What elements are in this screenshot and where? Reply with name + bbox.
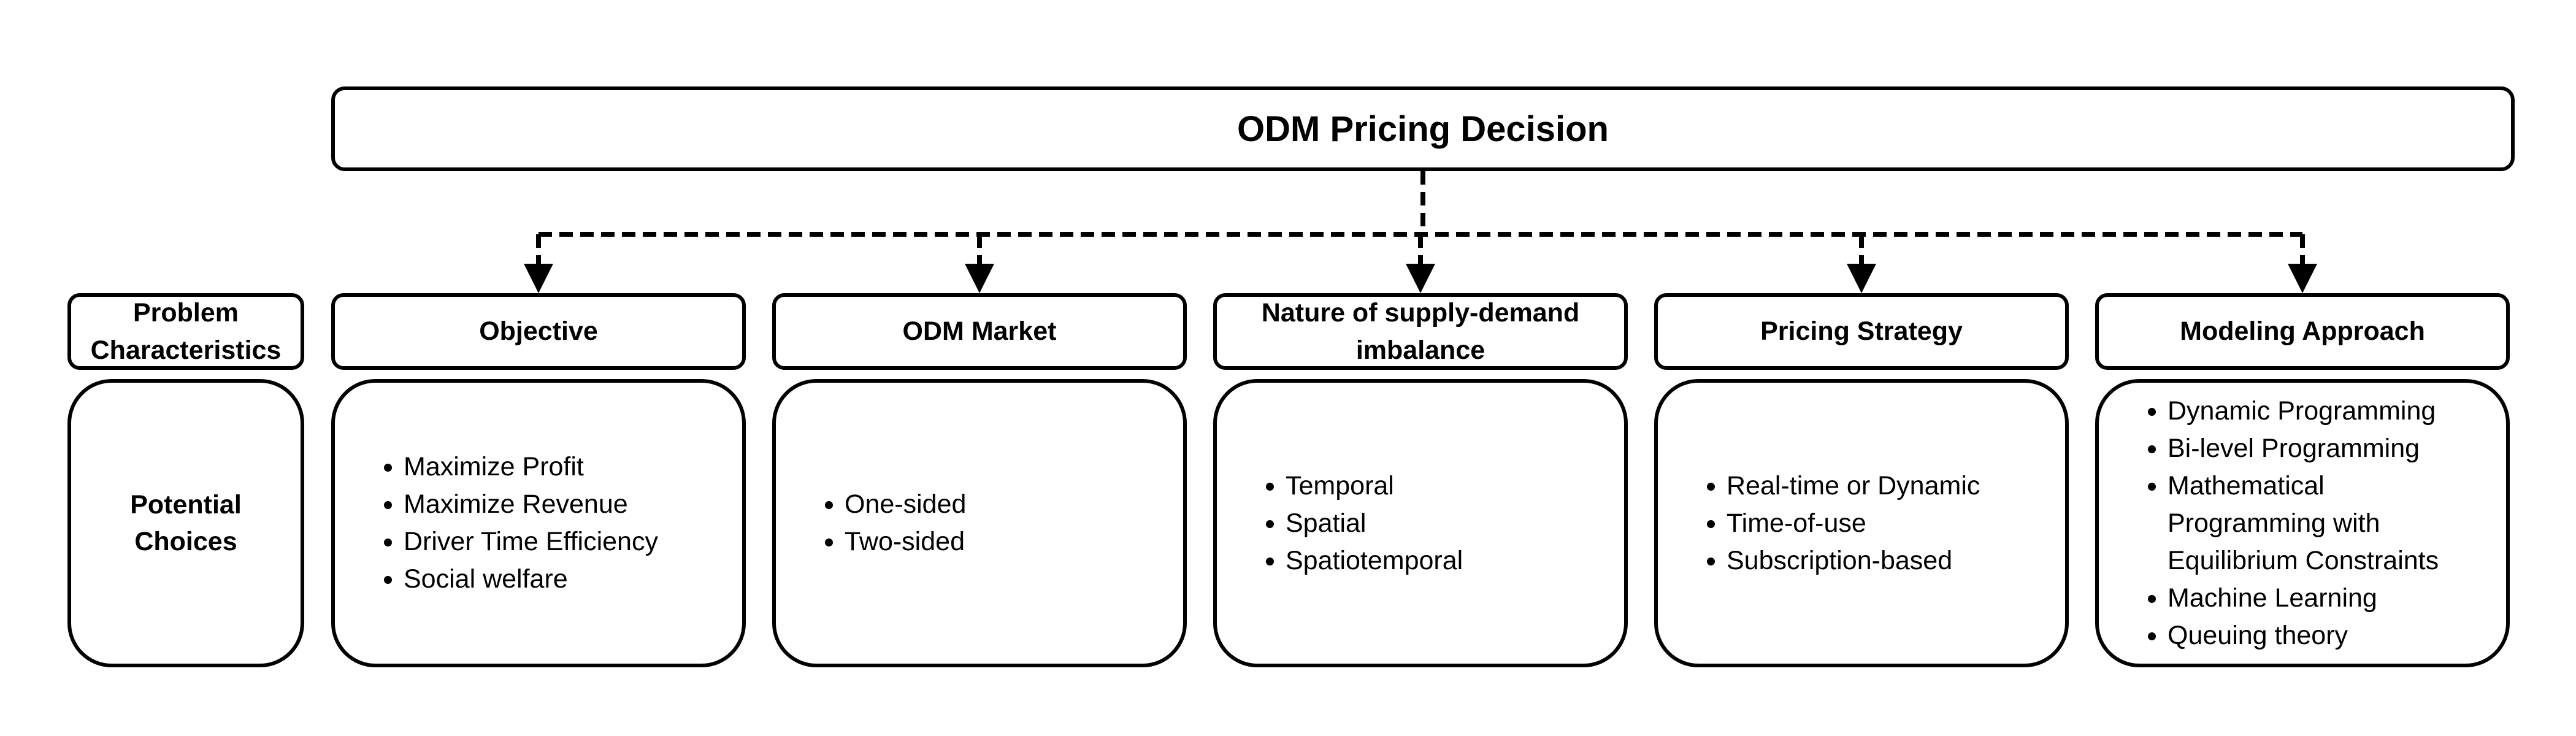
pricing-strategy-header: Pricing Strategy (1760, 316, 1963, 347)
list-item: Dynamic Programming (2168, 393, 2482, 430)
list-item: Social welfare (404, 561, 658, 598)
pricing-strategy-header-box: Pricing Strategy (1654, 293, 2069, 370)
list-item: Queuing theory (2168, 617, 2482, 654)
potential-choices-label: Potential Choices (130, 489, 242, 556)
modeling-approach-header: Modeling Approach (2180, 316, 2425, 347)
objective-choices-box: Maximize Profit Maximize Revenue Driver … (331, 379, 746, 667)
title-box: ODM Pricing Decision (331, 86, 2515, 171)
odm-market-choices-box: One-sided Two-sided (772, 379, 1187, 667)
list-item: Spatiotemporal (1286, 542, 1463, 580)
list-item: Spatial (1286, 505, 1463, 542)
list-item: Bi-level Programming (2168, 430, 2482, 467)
modeling-approach-choices-box: Dynamic Programming Bi-level Programming… (2095, 379, 2510, 667)
odm-market-header-box: ODM Market (772, 293, 1187, 370)
odm-market-header: ODM Market (902, 316, 1057, 347)
odm-market-choice-list: One-sided Two-sided (807, 486, 966, 561)
list-item: Machine Learning (2168, 580, 2482, 617)
modeling-approach-header-box: Modeling Approach (2095, 293, 2510, 370)
problem-characteristics-label: Problem Characteristics (90, 298, 282, 365)
diagram-title: ODM Pricing Decision (1237, 109, 1609, 149)
list-item: Mathematical Programming with Equilibriu… (2168, 467, 2482, 580)
list-item: Subscription-based (1727, 542, 1980, 580)
modeling-approach-choice-list: Dynamic Programming Bi-level Programming… (2129, 393, 2482, 654)
supply-demand-header: Nature of supply-demand imbalance (1261, 298, 1580, 365)
objective-choice-list: Maximize Profit Maximize Revenue Driver … (366, 448, 658, 598)
list-item: Maximize Revenue (404, 486, 658, 523)
objective-header-box: Objective (331, 293, 746, 370)
list-item: Two-sided (845, 523, 966, 561)
list-item: One-sided (845, 486, 966, 523)
supply-demand-header-box: Nature of supply-demand imbalance (1213, 293, 1628, 370)
potential-choices-label-box: Potential Choices (67, 379, 304, 667)
pricing-strategy-choices-box: Real-time or Dynamic Time-of-use Subscri… (1654, 379, 2069, 667)
pricing-strategy-choice-list: Real-time or Dynamic Time-of-use Subscri… (1689, 467, 1980, 580)
supply-demand-choices-box: Temporal Spatial Spatiotemporal (1213, 379, 1628, 667)
objective-header: Objective (479, 316, 598, 347)
supply-demand-choice-list: Temporal Spatial Spatiotemporal (1248, 467, 1463, 580)
problem-characteristics-label-box: Problem Characteristics (67, 293, 304, 370)
list-item: Real-time or Dynamic (1727, 467, 1980, 505)
list-item: Time-of-use (1727, 505, 1980, 542)
list-item: Driver Time Efficiency (404, 523, 658, 561)
list-item: Temporal (1286, 467, 1463, 505)
list-item: Maximize Profit (404, 448, 658, 486)
